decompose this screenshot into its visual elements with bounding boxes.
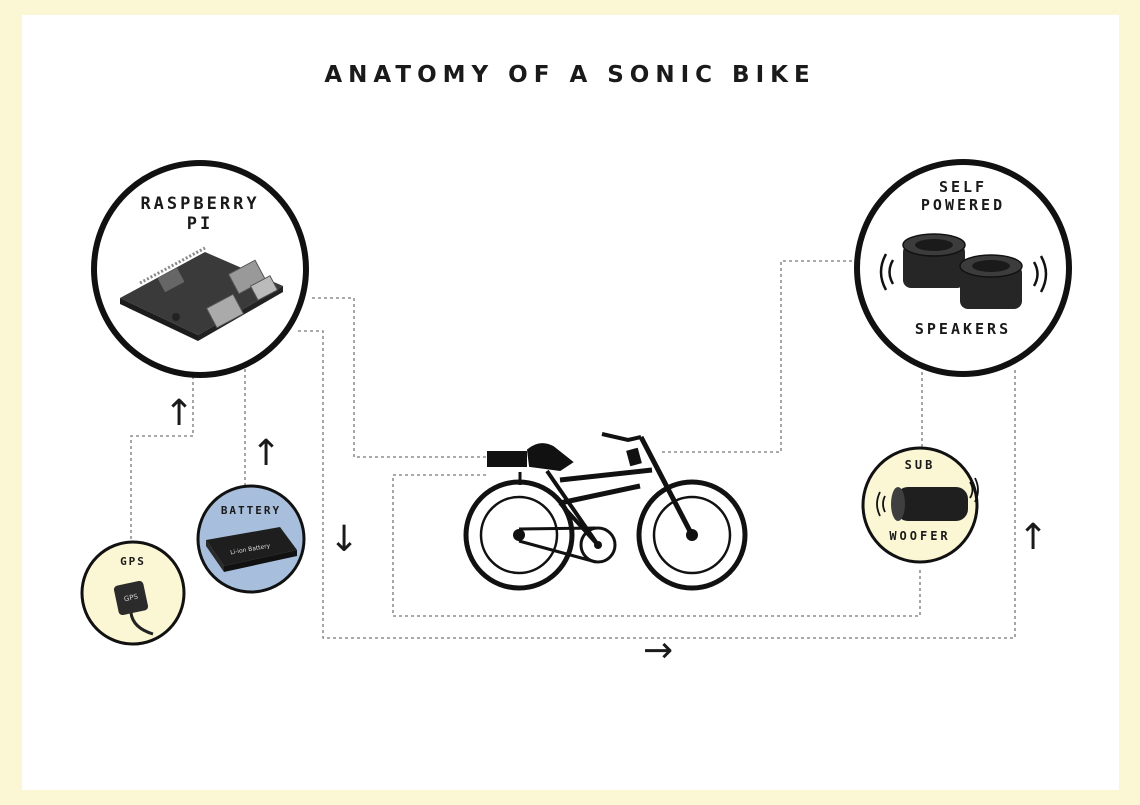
raspberry-pi-node xyxy=(91,160,309,378)
battery-label: BATTERY xyxy=(220,504,282,517)
raspberry-pi-label-line-1: RASPBERRY xyxy=(140,194,260,214)
battery-node: Li-ion Battery xyxy=(196,484,306,594)
raspberry-pi-board-icon xyxy=(120,246,283,341)
bike-light xyxy=(626,447,642,467)
sub-waves-left-icon xyxy=(876,491,886,517)
arrow-up-gps-icon: ↑ xyxy=(164,393,195,434)
arrow-down-icon: ↓ xyxy=(329,519,360,560)
gps-node: GPS xyxy=(80,540,186,646)
raspberry-pi-label-line-2: PI xyxy=(186,214,214,235)
connector-pi-to-subwoofer xyxy=(298,330,944,639)
speakers-bottom-label: SPEAKERS xyxy=(914,320,1012,338)
speakers-top-label: SELF POWERED xyxy=(878,178,1048,214)
gps-antenna-icon: GPS xyxy=(113,580,154,636)
subwoofer-node xyxy=(861,446,979,564)
speaker-left-icon xyxy=(902,233,966,288)
bike-front-wheel xyxy=(636,479,748,591)
bike-rear-rack xyxy=(487,451,527,467)
diagram-card xyxy=(22,15,1119,790)
raspberry-pi-label: RASPBERRY PI xyxy=(115,194,285,235)
sound-waves-left-icon xyxy=(879,253,895,291)
connector-bike-to-speakers xyxy=(662,260,853,453)
speaker-right-icon xyxy=(959,254,1023,309)
speakers-label-line-2: POWERED xyxy=(920,196,1006,214)
sub-waves-right-icon xyxy=(969,477,979,503)
subwoofer-icon xyxy=(891,487,968,521)
arrow-right-icon: → xyxy=(643,630,674,671)
speakers-node xyxy=(854,159,1072,377)
arrow-up-subwoofer-icon: ↑ xyxy=(1018,517,1049,558)
battery-pack-icon: Li-ion Battery xyxy=(206,527,297,572)
gps-print-text: GPS xyxy=(123,593,139,604)
sound-waves-right-icon xyxy=(1032,255,1048,293)
connector-loop-bottom xyxy=(392,474,921,617)
speakers-label-line-1: SELF xyxy=(938,178,988,196)
bike-chainring xyxy=(579,526,617,564)
connector-gps-to-pi xyxy=(130,372,194,545)
connector-lines xyxy=(130,260,1016,639)
subwoofer-bottom-label: WOOFER xyxy=(889,529,951,543)
gps-label: GPS xyxy=(120,555,146,568)
bike-seat xyxy=(526,443,574,472)
arrow-up-battery-icon: ↑ xyxy=(251,433,282,474)
bicycle-icon xyxy=(463,432,748,591)
diagram-title: ANATOMY OF A SONIC BIKE xyxy=(324,62,816,88)
subwoofer-top-label: SUB xyxy=(904,458,936,472)
connector-pi-to-bike xyxy=(312,297,487,458)
